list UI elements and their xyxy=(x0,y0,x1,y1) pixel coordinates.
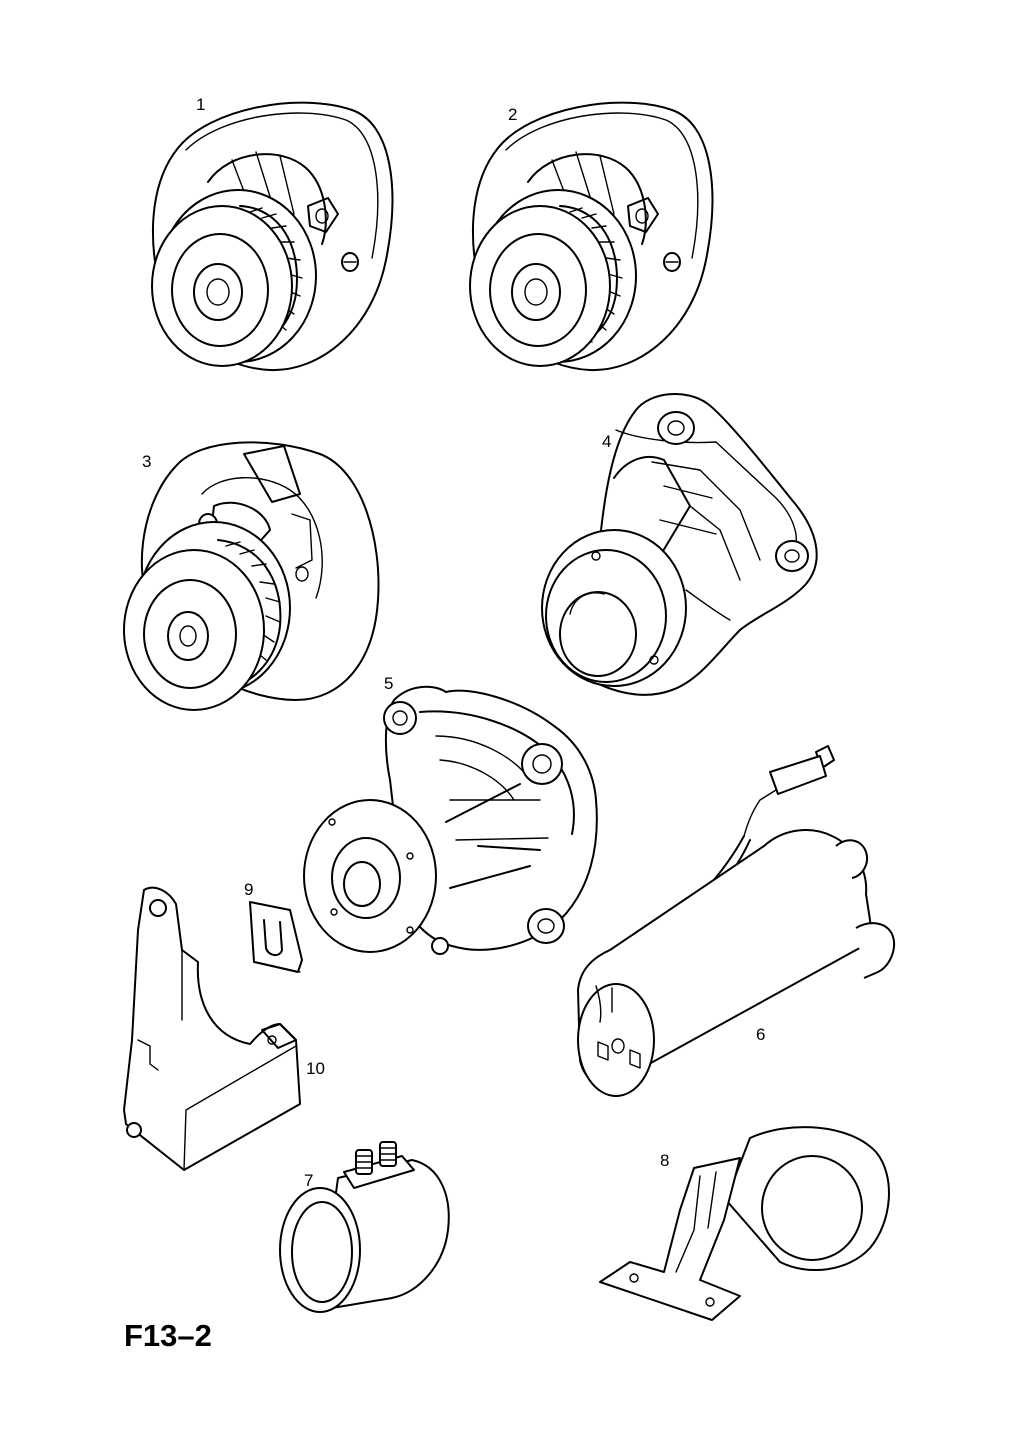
callout-9: 9 xyxy=(244,880,253,899)
part-6-electric-pump[interactable] xyxy=(577,745,896,1097)
callout-2: 2 xyxy=(508,105,517,124)
part-4-water-pump-housing[interactable] xyxy=(541,393,818,696)
part-9-retaining-clip[interactable] xyxy=(249,901,303,973)
part-3-water-pump[interactable] xyxy=(123,441,380,711)
part-10-support-bracket[interactable] xyxy=(123,886,301,1171)
callout-7: 7 xyxy=(304,1171,313,1190)
callout-8: 8 xyxy=(660,1151,669,1170)
part-5-water-pump-flanged[interactable] xyxy=(303,685,598,955)
callout-3: 3 xyxy=(142,452,151,471)
part-2-water-pump-pulley[interactable] xyxy=(469,101,714,372)
part-7-pump-clamp[interactable] xyxy=(279,1141,450,1313)
callout-10: 10 xyxy=(306,1059,325,1078)
figure-code: F13–2 xyxy=(124,1318,212,1353)
callout-6: 6 xyxy=(756,1025,765,1044)
part-1-water-pump-pulley[interactable] xyxy=(151,101,394,372)
callout-1: 1 xyxy=(196,95,205,114)
callout-4: 4 xyxy=(602,432,611,451)
part-8-mounting-bracket[interactable] xyxy=(599,1126,890,1321)
callout-5: 5 xyxy=(384,674,393,693)
